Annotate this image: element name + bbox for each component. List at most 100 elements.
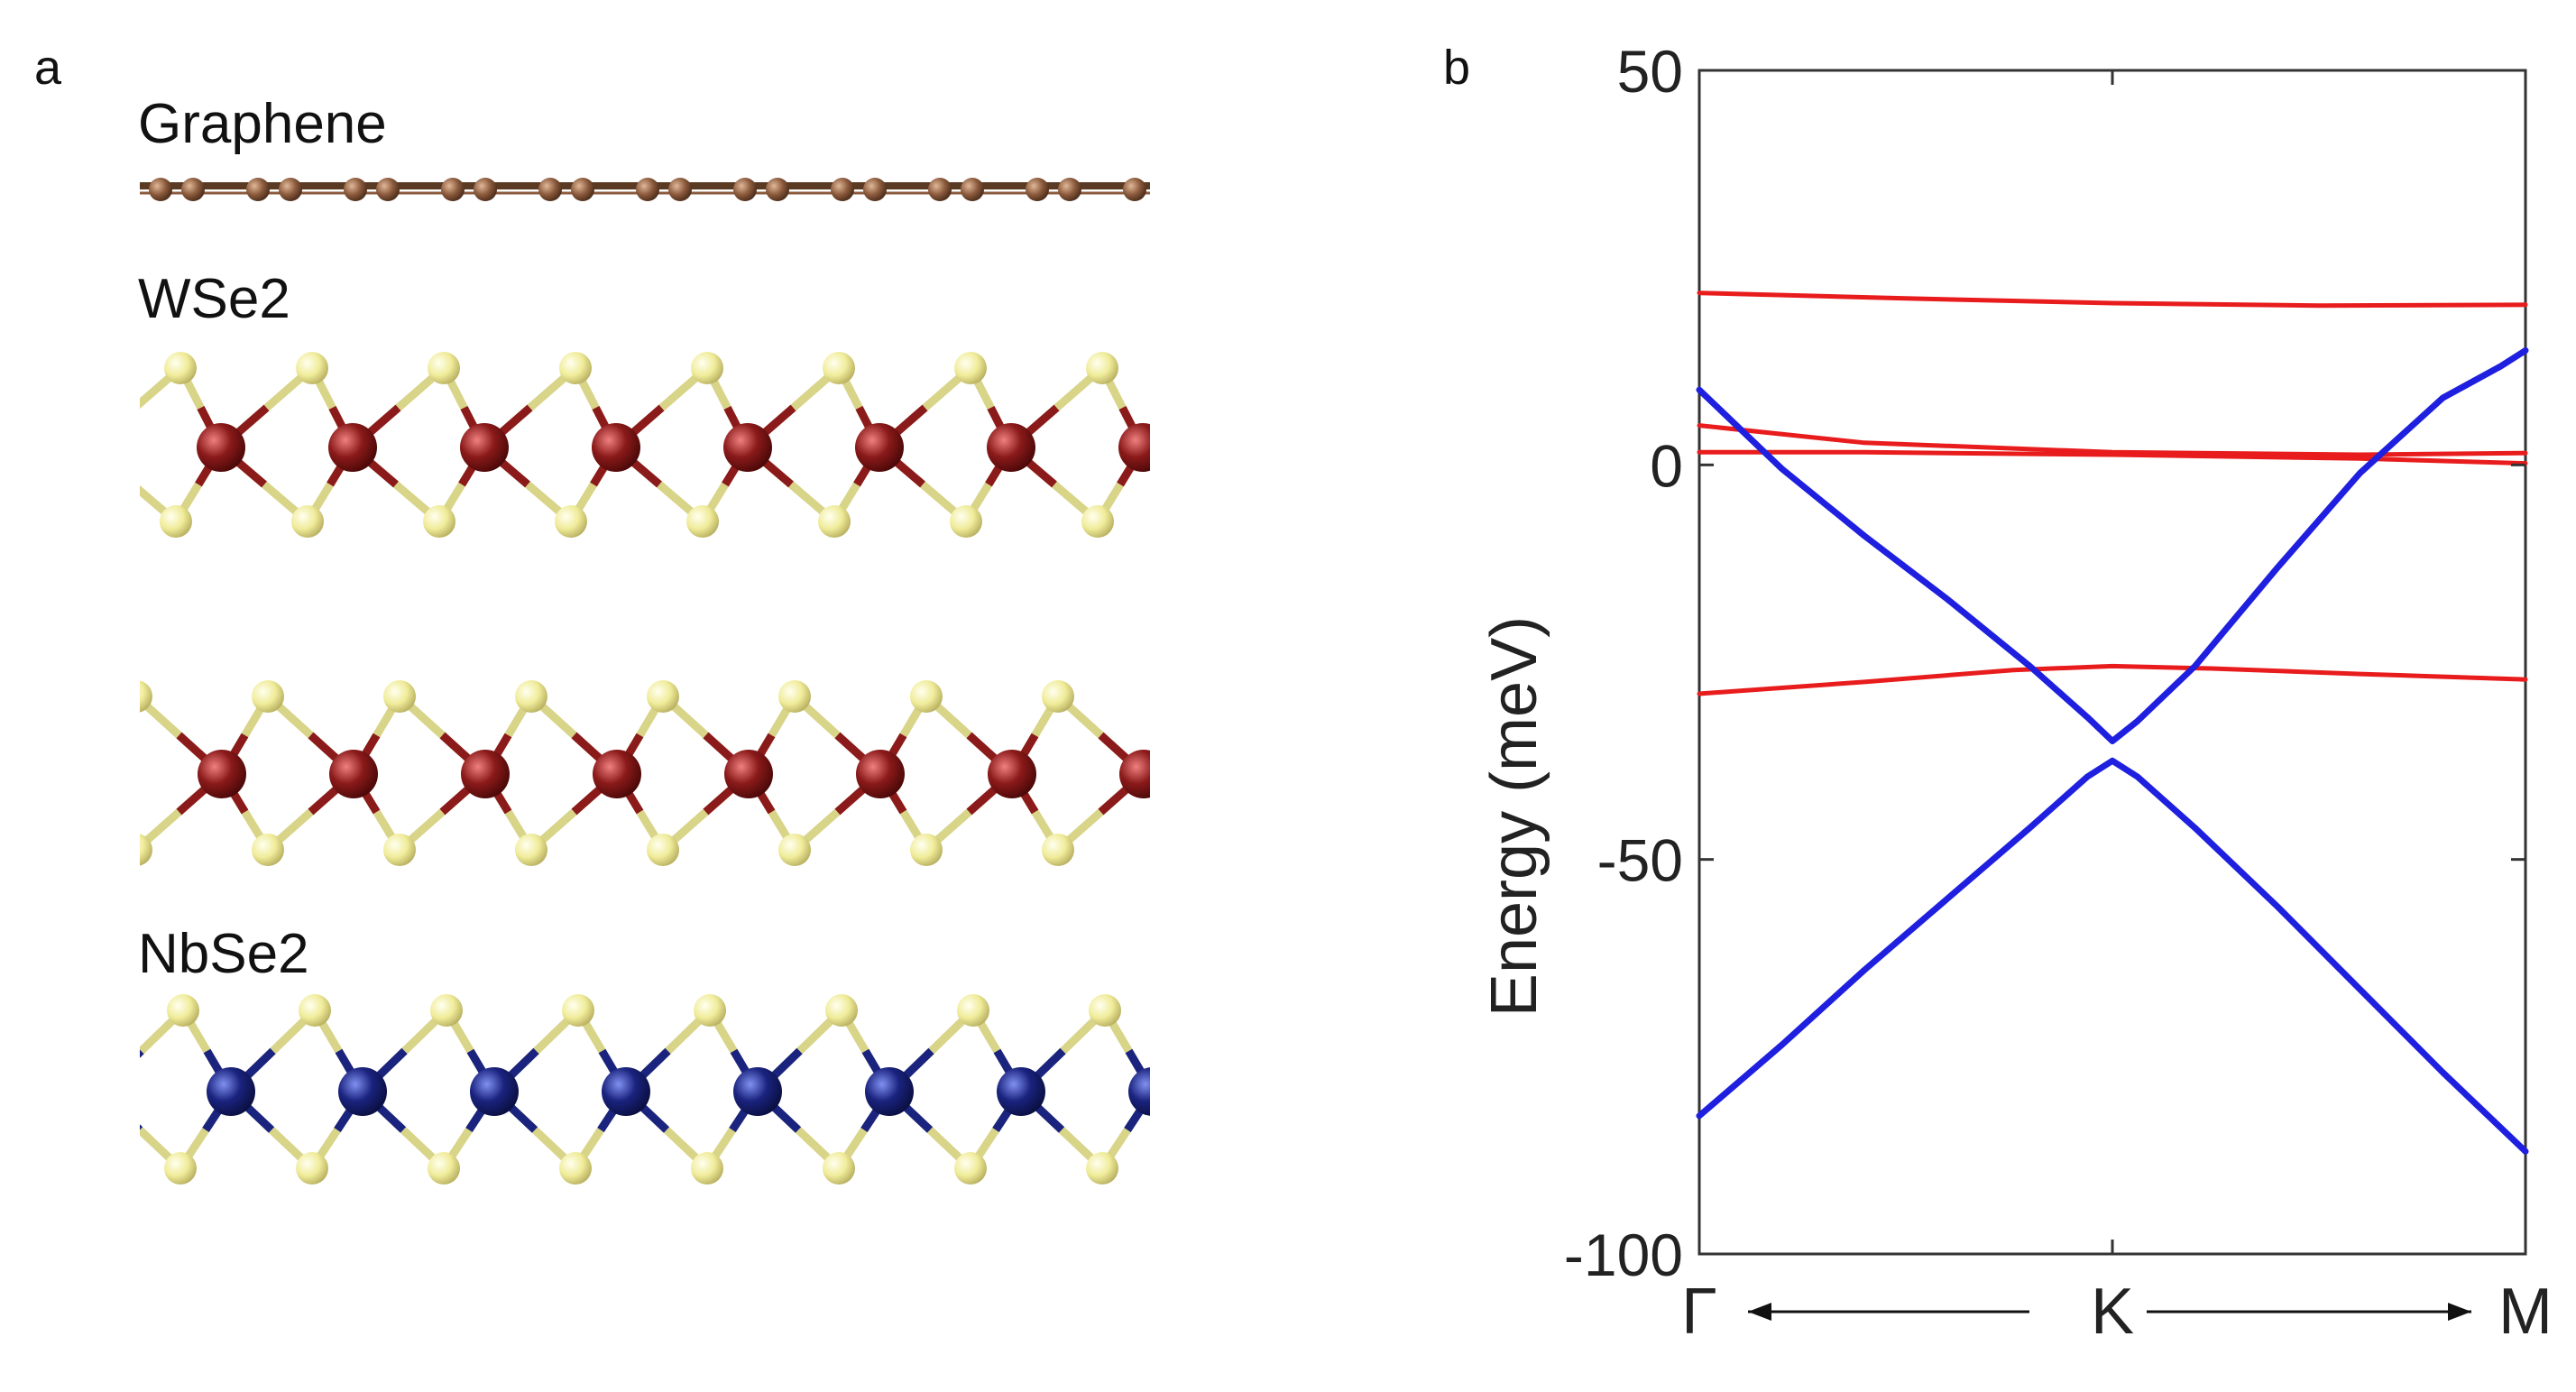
selenium-atom — [430, 994, 463, 1027]
metal-atom — [723, 423, 772, 472]
carbon-atom — [733, 178, 757, 201]
metal-atom — [856, 750, 905, 798]
carbon-atom — [1155, 178, 1164, 201]
metal-atom — [207, 1067, 255, 1116]
metal-atom — [461, 750, 510, 798]
metal-atom — [197, 423, 245, 472]
metal-atom — [987, 423, 1035, 472]
chart-ticks: 500-50-100 — [1564, 38, 2525, 1288]
selenium-atom — [691, 1152, 723, 1185]
selenium-atom — [252, 680, 284, 713]
selenium-atom — [686, 505, 719, 538]
selenium-atom — [167, 994, 199, 1027]
selenium-atom — [823, 352, 855, 384]
selenium-atom — [1086, 352, 1118, 384]
carbon-atom — [246, 178, 270, 201]
selenium-atom — [1081, 505, 1114, 538]
selenium-atom — [778, 834, 811, 866]
metal-atom — [198, 750, 246, 798]
selenium-atom — [823, 1152, 855, 1185]
layer-label-nbse2: NbSe2 — [138, 923, 309, 985]
selenium-atom — [910, 680, 943, 713]
carbon-atom — [636, 178, 659, 201]
band-line-5 — [1696, 757, 2529, 1155]
atomic-structure-illustration — [28, 178, 1164, 1185]
selenium-atom — [647, 680, 679, 713]
panel-label-b: b — [1443, 41, 1471, 95]
selenium-atom — [1042, 680, 1074, 713]
selenium-atom — [954, 352, 987, 384]
selenium-atom — [140, 834, 152, 866]
wse2-layer-upper — [28, 352, 1150, 538]
carbon-atom — [181, 178, 205, 201]
arrow-to-m — [2147, 1303, 2471, 1321]
metal-atom — [65, 423, 114, 472]
metal-atom — [66, 750, 115, 798]
selenium-atom — [291, 505, 324, 538]
selenium-atom — [778, 680, 811, 713]
selenium-atom — [825, 994, 858, 1027]
metal-atom — [988, 750, 1036, 798]
selenium-atom — [428, 1152, 460, 1185]
selenium-atom — [164, 352, 197, 384]
selenium-atom — [957, 994, 989, 1027]
selenium-atom — [691, 352, 723, 384]
selenium-atom — [140, 680, 152, 713]
plot-frame — [1697, 69, 2527, 1256]
selenium-atom — [35, 994, 68, 1027]
carbon-atom — [538, 178, 562, 201]
carbon-atom — [831, 178, 854, 201]
selenium-atom — [515, 680, 547, 713]
graphene-layer — [140, 178, 1164, 201]
y-tick-label: -50 — [1597, 827, 1683, 894]
metal-atom — [75, 1067, 124, 1116]
panel-label-a: a — [34, 41, 62, 95]
nbse2-layer — [32, 994, 1150, 1185]
selenium-atom — [383, 834, 416, 866]
band-line-4 — [1696, 347, 2529, 744]
band-line-3 — [1697, 663, 2528, 696]
selenium-atom — [252, 834, 284, 866]
selenium-atom — [32, 352, 65, 384]
metal-atom — [593, 750, 641, 798]
carbon-atom — [474, 178, 497, 201]
selenium-atom — [28, 505, 60, 538]
selenium-atom — [694, 994, 726, 1027]
metal-atom — [329, 750, 378, 798]
band-line-0 — [1697, 290, 2528, 309]
selenium-atom — [562, 994, 594, 1027]
metal-atom — [470, 1067, 519, 1116]
metal-atom — [328, 423, 377, 472]
m-point-label: M — [2498, 1276, 2553, 1348]
carbon-atom — [1026, 178, 1049, 201]
selenium-atom — [160, 505, 192, 538]
carbon-atom — [441, 178, 465, 201]
selenium-atom — [559, 352, 592, 384]
selenium-atom — [950, 505, 982, 538]
carbon-atom — [344, 178, 367, 201]
chart-frame — [1697, 69, 2527, 1256]
selenium-atom — [954, 1152, 987, 1185]
gamma-point-label: Γ — [1681, 1276, 1717, 1348]
metal-atom — [1118, 423, 1150, 472]
y-axis-label: Energy (meV) — [1478, 616, 1550, 1017]
selenium-atom — [32, 1152, 65, 1185]
selenium-atom — [299, 994, 331, 1027]
selenium-atom — [910, 834, 943, 866]
metal-atom — [724, 750, 773, 798]
selenium-atom — [296, 352, 328, 384]
selenium-atom — [164, 1152, 197, 1185]
carbon-atom — [1123, 178, 1146, 201]
carbon-atom — [961, 178, 984, 201]
carbon-atom — [766, 178, 789, 201]
selenium-atom — [296, 1152, 328, 1185]
selenium-atom — [1089, 994, 1121, 1027]
metal-atom — [997, 1067, 1045, 1116]
metal-atom — [460, 423, 509, 472]
metal-atom — [1128, 1067, 1150, 1116]
arrow-to-gamma — [1748, 1303, 2029, 1321]
selenium-atom — [555, 505, 587, 538]
carbon-atom — [1058, 178, 1081, 201]
carbon-atom — [279, 178, 302, 201]
